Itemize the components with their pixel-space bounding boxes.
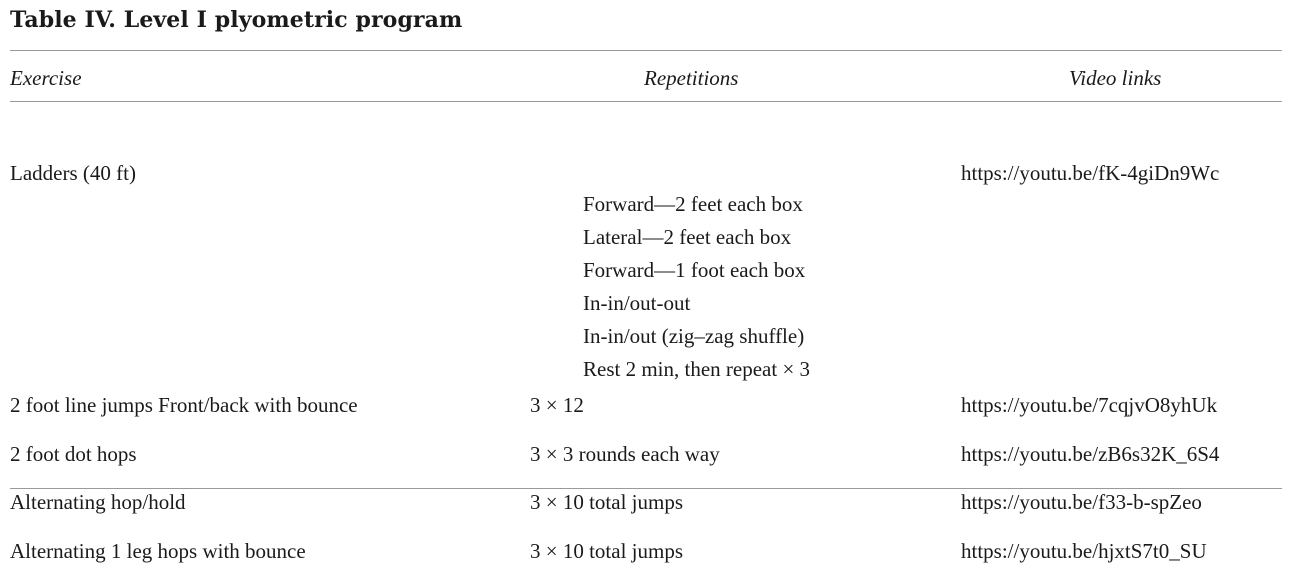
video-link[interactable]: https://youtu.be/fK-4giDn9Wc: [961, 161, 1220, 185]
exercise-cell: 2 foot dot hops: [10, 442, 137, 466]
repetitions-cell: Forward—2 feet each box Lateral—2 feet e…: [583, 188, 810, 386]
column-header-exercise: Exercise: [10, 66, 82, 90]
table-header-rule: [10, 101, 1282, 102]
video-link[interactable]: https://youtu.be/7cqjvO8yhUk: [961, 393, 1218, 417]
video-link[interactable]: https://youtu.be/zB6s32K_6S4: [961, 442, 1220, 466]
repetitions-cell: 3 × 10 total jumps: [530, 490, 684, 514]
table-top-rule: [10, 50, 1282, 51]
table-bottom-rule: [10, 488, 1282, 489]
repetitions-cell: 3 × 3 rounds each way: [530, 442, 720, 466]
video-link[interactable]: https://youtu.be/hjxtS7t0_SU: [961, 539, 1207, 563]
column-header-repetitions: Repetitions: [644, 66, 739, 90]
exercise-cell: Ladders (40 ft): [10, 161, 136, 185]
table-caption: Table IV. Level I plyometric program: [10, 7, 463, 33]
table: Table IV. Level I plyometric program Exe…: [10, 0, 1282, 563]
table-row: Ladders (40 ft) Forward—2 feet each box …: [10, 102, 1282, 381]
table-body: Ladders (40 ft) Forward—2 feet each box …: [10, 102, 1282, 563]
repetition-line: Forward—2 feet each box: [583, 192, 803, 216]
repetition-line: In-in/out (zig–zag shuffle): [583, 324, 805, 348]
exercise-cell: 2 foot line jumps Front/back with bounce: [10, 393, 358, 417]
video-link[interactable]: https://youtu.be/f33-b-spZeo: [961, 490, 1202, 514]
repetitions-cell: 3 × 10 total jumps: [530, 539, 684, 563]
table-header-row: Exercise Repetitions Video links: [10, 51, 1282, 101]
exercise-cell: Alternating hop/hold: [10, 490, 186, 514]
repetition-line: Forward—1 foot each box: [583, 258, 806, 282]
repetition-line: In-in/out-out: [583, 291, 691, 315]
repetition-line: Rest 2 min, then repeat × 3: [583, 357, 811, 381]
repetitions-cell: 3 × 12: [530, 393, 584, 417]
exercise-cell: Alternating 1 leg hops with bounce: [10, 539, 306, 563]
repetition-line: Lateral—2 feet each box: [583, 225, 792, 249]
column-header-video-links: Video links: [1069, 66, 1162, 90]
